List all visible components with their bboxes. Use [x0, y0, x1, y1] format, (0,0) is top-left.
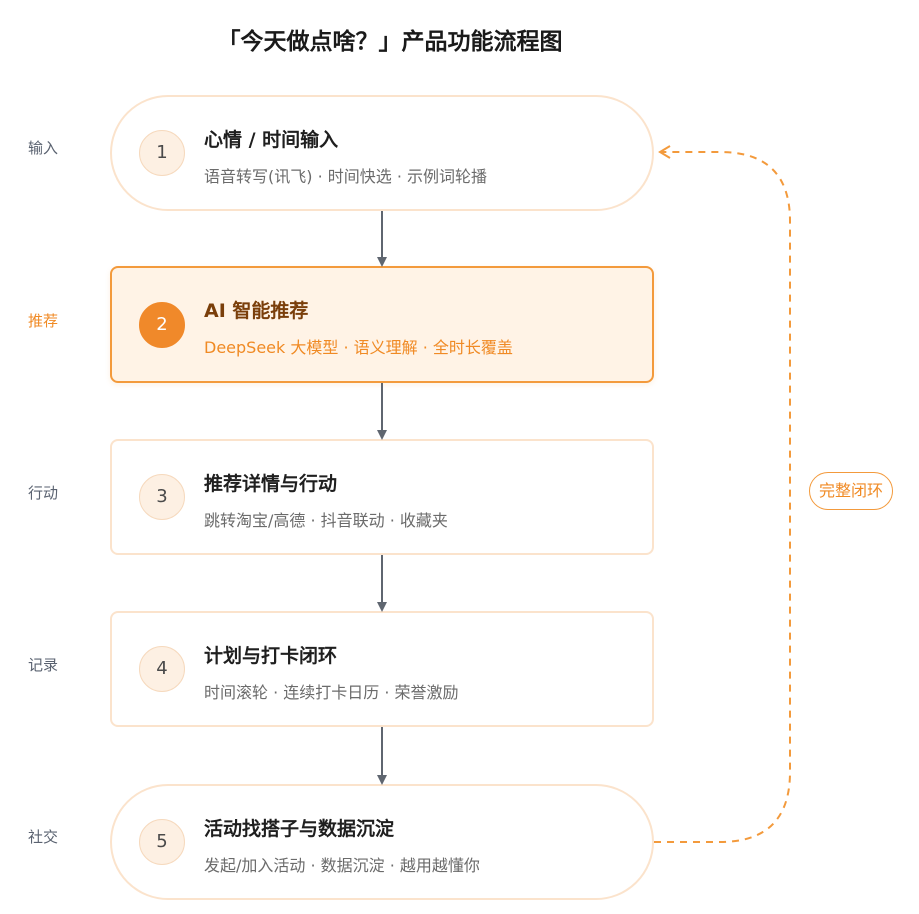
- step-number-badge: 1: [139, 130, 185, 176]
- node-subtitle: 跳转淘宝/高德 · 抖音联动 · 收藏夹: [204, 511, 448, 530]
- flow-node-input: 1 心情 / 时间输入 语音转写(讯飞) · 时间快选 · 示例词轮播: [110, 95, 654, 211]
- step-number-badge: 4: [139, 646, 185, 692]
- node-title: AI 智能推荐: [204, 300, 309, 322]
- flow-node-record: 4 计划与打卡闭环 时间滚轮 · 连续打卡日历 · 荣誉激励: [110, 611, 654, 727]
- step-number-badge: 5: [139, 819, 185, 865]
- flow-node-action: 3 推荐详情与行动 跳转淘宝/高德 · 抖音联动 · 收藏夹: [110, 439, 654, 555]
- stage-label-input: 输入: [28, 139, 59, 157]
- node-subtitle: 发起/加入活动 · 数据沉淀 · 越用越懂你: [204, 856, 480, 875]
- node-title: 心情 / 时间输入: [204, 129, 339, 151]
- node-subtitle: DeepSeek 大模型 · 语义理解 · 全时长覆盖: [204, 338, 513, 357]
- node-title: 计划与打卡闭环: [204, 645, 338, 667]
- stage-label-action: 行动: [28, 484, 59, 502]
- loop-badge: 完整闭环: [809, 472, 893, 510]
- step-number-badge: 2: [139, 301, 185, 348]
- loop-back-arrow: [654, 151, 791, 843]
- flow-node-recommend: 2 AI 智能推荐 DeepSeek 大模型 · 语义理解 · 全时长覆盖: [110, 266, 654, 383]
- flow-node-social: 5 活动找搭子与数据沉淀 发起/加入活动 · 数据沉淀 · 越用越懂你: [110, 784, 654, 900]
- stage-label-record: 记录: [28, 656, 59, 674]
- loop-arrowhead: [658, 145, 671, 159]
- node-title: 推荐详情与行动: [204, 473, 338, 495]
- diagram-title: 「今天做点啥？」产品功能流程图: [217, 29, 563, 55]
- step-number-badge: 3: [139, 474, 185, 520]
- node-subtitle: 语音转写(讯飞) · 时间快选 · 示例词轮播: [204, 167, 488, 186]
- stage-label-recommend: 推荐: [28, 312, 59, 330]
- node-title: 活动找搭子与数据沉淀: [204, 818, 395, 840]
- stage-label-social: 社交: [28, 828, 59, 846]
- node-subtitle: 时间滚轮 · 连续打卡日历 · 荣誉激励: [204, 683, 459, 702]
